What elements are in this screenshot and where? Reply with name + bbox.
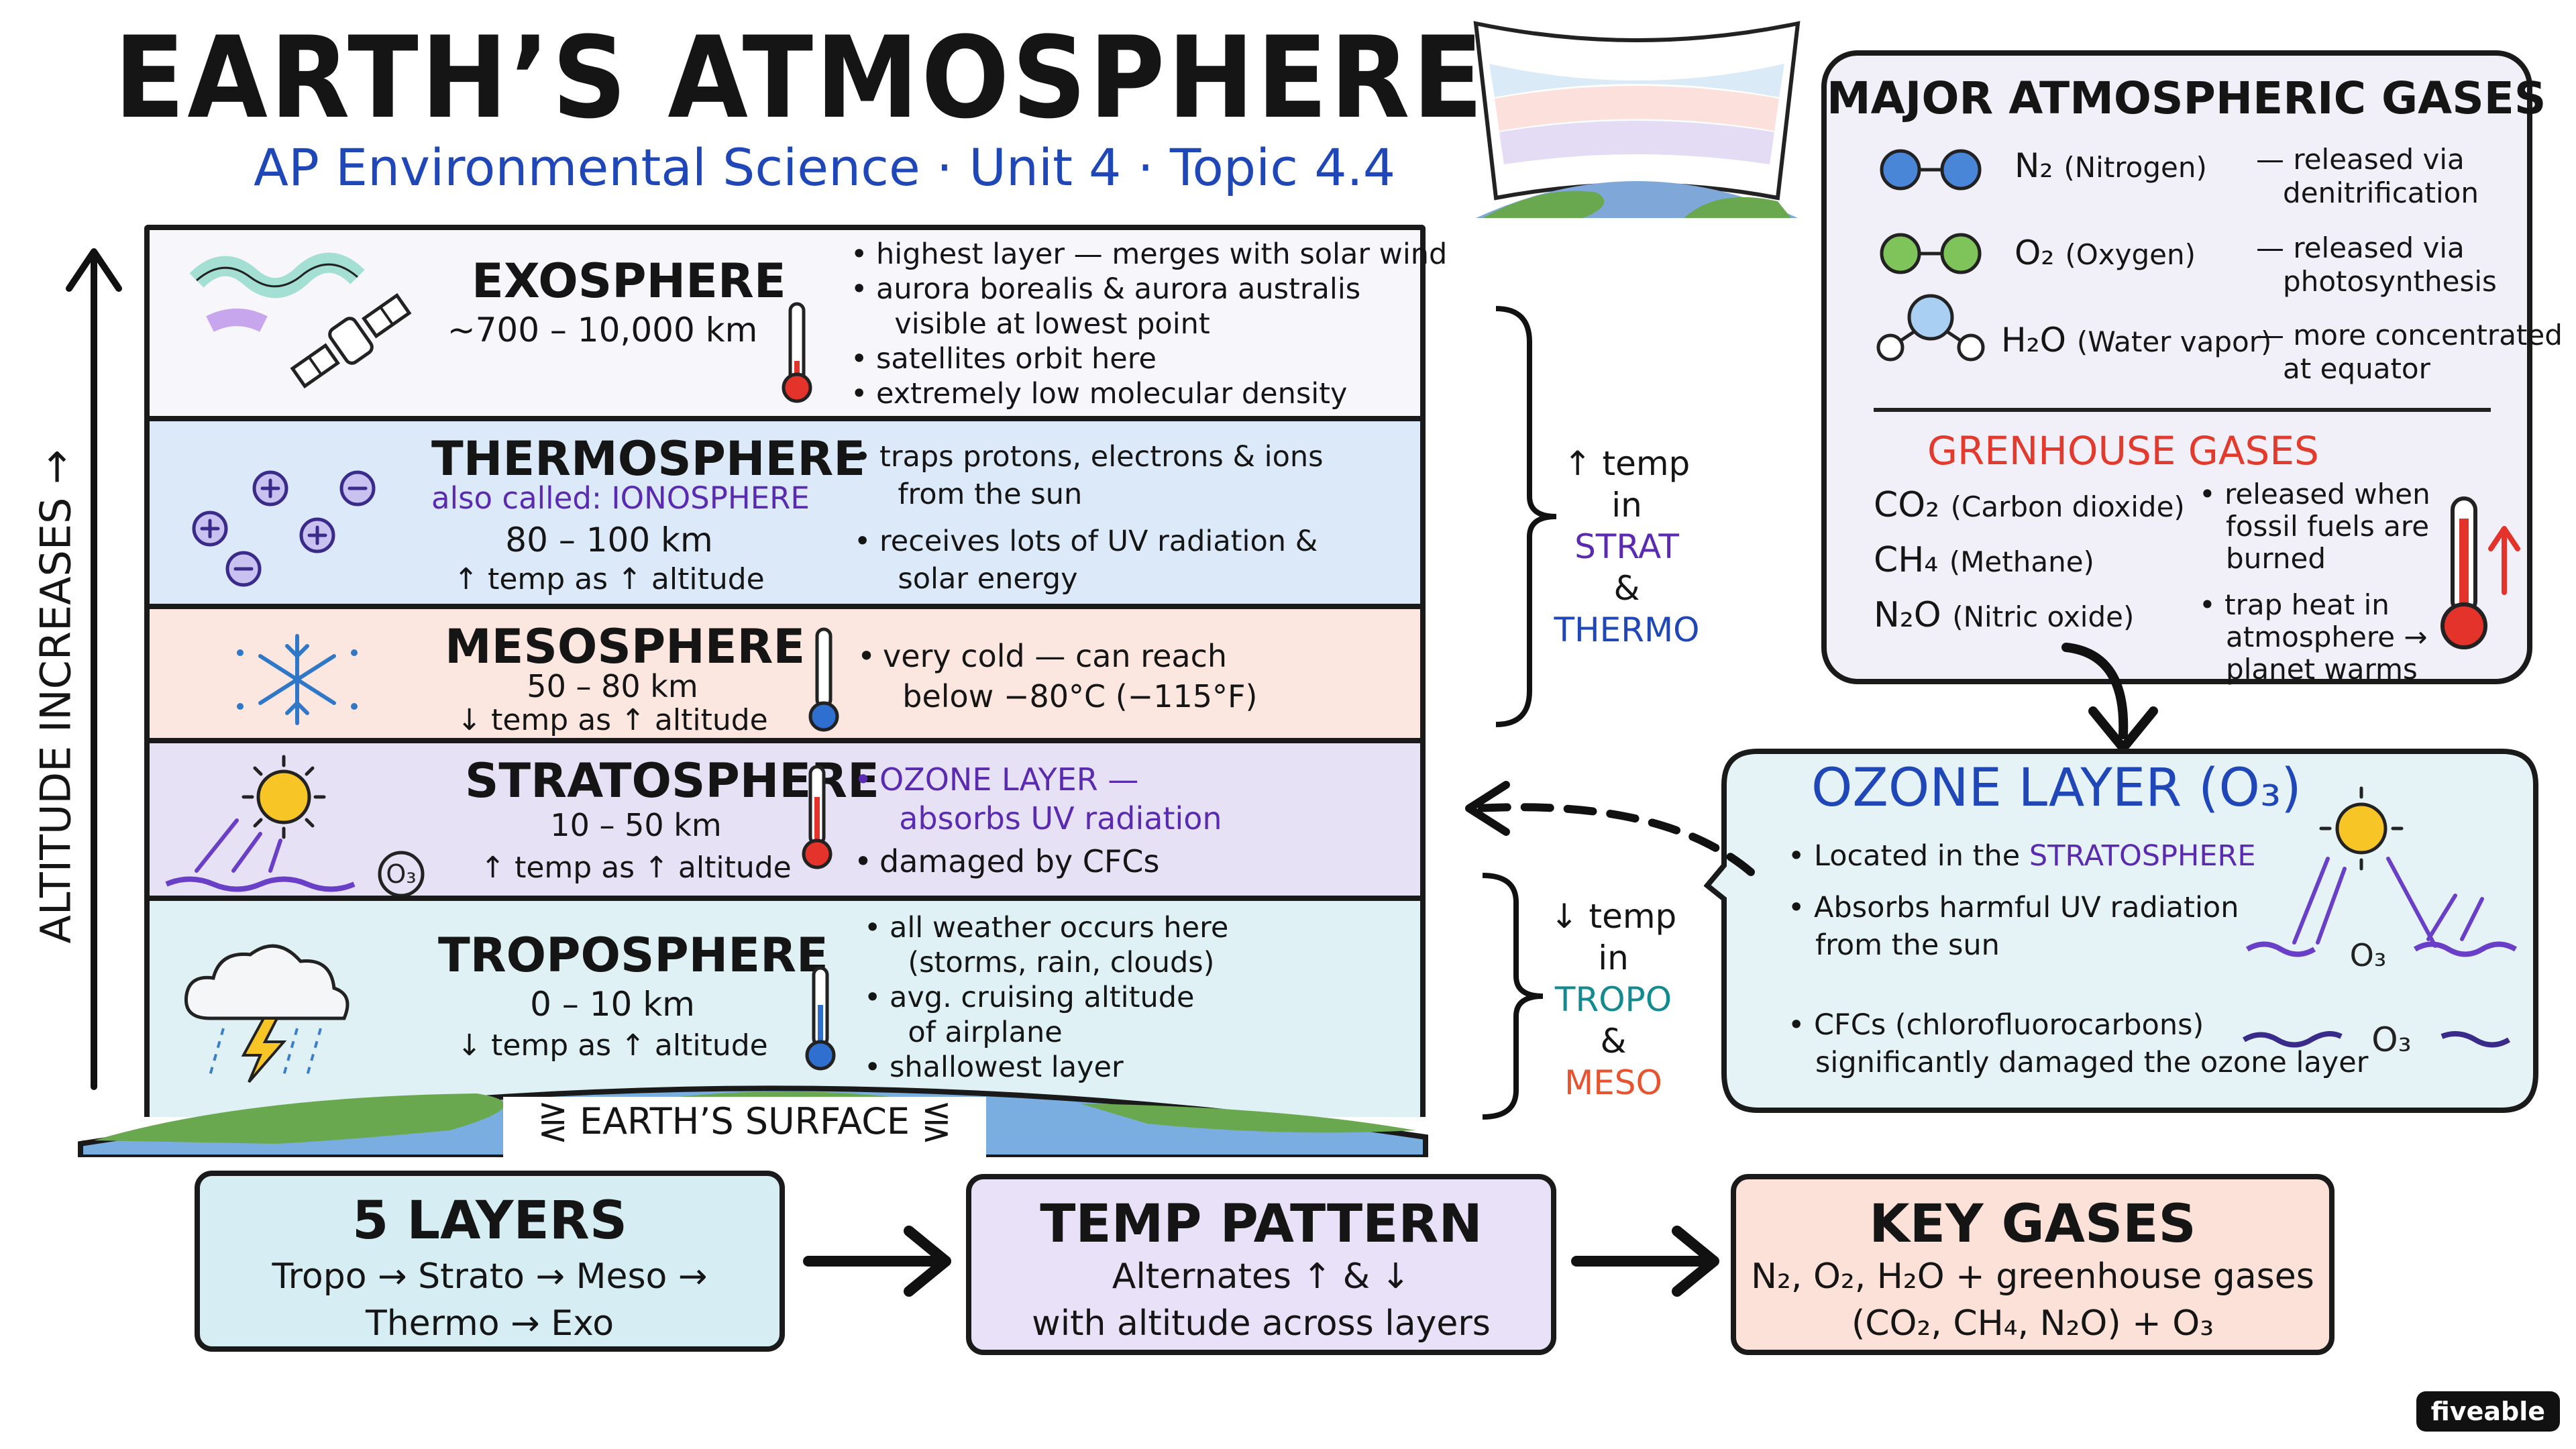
summary-title: TEMP PATTERN xyxy=(1040,1194,1483,1254)
ozone-title: OZONE LAYER (O₃) xyxy=(1811,758,2302,818)
layer-fact: receives lots of UV radiation & solar en… xyxy=(854,523,1324,598)
dashed-arrow-icon xyxy=(1465,781,1755,876)
greenhouse-title: GRENHOUSE GASES xyxy=(1927,428,2319,474)
layer-thermosphere: THERMOSPHERE also called: IONOSPHERE 80 … xyxy=(144,416,1426,604)
water-molecule-icon xyxy=(1907,294,1954,341)
summary-title: KEY GASES xyxy=(1869,1194,2196,1254)
damaged-ozone-icon: O₃ xyxy=(2242,1020,2511,1059)
layer-name: TROPOSPHERE xyxy=(438,928,828,983)
ozone-fact-cfc: • CFCs (chlorofluorocarbons) significant… xyxy=(1788,1008,2369,1079)
ozone-panel-shape xyxy=(1704,749,2538,1113)
layer-temp-trend: ↑ temp as ↑ altitude xyxy=(453,562,765,596)
earth-surface-label: ⋛ EARTH’S SURFACE ⋚ xyxy=(537,1100,952,1142)
brand-badge: fiveable xyxy=(2416,1391,2560,1432)
down-arrow-icon xyxy=(2061,643,2158,753)
snowflake-icon xyxy=(237,634,358,725)
layer-fact: shallowest layer xyxy=(864,1050,1228,1085)
thermometer-icon xyxy=(805,966,836,1071)
upper-brace-icon xyxy=(1495,306,1557,727)
summary-text: Tropo → Strato → Meso → Thermo → Exo xyxy=(272,1256,708,1344)
layer-alt-name: also called: IONOSPHERE xyxy=(431,480,810,516)
oxygen-molecule-icon xyxy=(1880,233,1921,274)
right-arrow-icon xyxy=(1571,1226,1719,1297)
summary-title: 5 LAYERS xyxy=(352,1191,628,1251)
layer-fact: highest layer — merges with solar wind xyxy=(851,237,1447,272)
layer-temp-trend: ↓ temp as ↑ altitude xyxy=(457,1028,768,1063)
layer-fact: avg. cruising altitude of airplane xyxy=(864,980,1228,1050)
greenhouse-gas-row: N₂O (Nitric oxide) xyxy=(1874,595,2135,635)
layer-fact: all weather occurs here (storms, rain, c… xyxy=(864,910,1228,980)
greenhouse-gas-row: CO₂ (Carbon dioxide) xyxy=(1874,485,2185,525)
temp-note-strat-thermo: ↑ temp in STRAT & THERMO xyxy=(1554,444,1700,649)
ozone-uv-icon: O₃ xyxy=(2245,786,2518,973)
gases-title: MAJOR ATMOSPHERIC GASES xyxy=(1827,72,2546,124)
molecule-icons xyxy=(1876,149,1985,362)
layer-range: 80 – 100 km xyxy=(505,521,713,559)
thermometer-icon xyxy=(802,765,833,869)
layer-temp-trend: ↓ temp as ↑ altitude xyxy=(457,703,768,737)
layer-stratosphere: O₃ STRATOSPHERE 10 – 50 km ↑ temp as ↑ a… xyxy=(144,738,1426,898)
layer-range: 0 – 10 km xyxy=(530,985,695,1024)
layer-name: THERMOSPHERE xyxy=(431,431,866,486)
gas-row-nitrogen: N₂ (Nitrogen) xyxy=(2015,146,2207,185)
thermometer-icon xyxy=(808,627,839,732)
greenhouse-note: • trap heat in atmosphere → planet warms xyxy=(2199,588,2428,686)
storm-cloud-icon xyxy=(184,944,350,1083)
temp-note-tropo-meso: ↓ temp in TROPO & MESO xyxy=(1550,897,1677,1102)
ozone-fact-uv: • Absorbs harmful UV radiation from the … xyxy=(1788,891,2239,962)
layer-fact: OZONE LAYER — absorbs UV radiation xyxy=(854,760,1222,838)
ions-icon xyxy=(192,470,376,587)
page-subtitle: AP Environmental Science · Unit 4 · Topi… xyxy=(254,138,1396,197)
layer-fact: very cold — can reach below −80°C (−115°… xyxy=(857,636,1257,716)
layer-fact: extremely low molecular density xyxy=(851,376,1447,411)
greenhouse-gas-row: CH₄ (Methane) xyxy=(1874,540,2094,580)
greenhouse-note: • released when fossil fuels are burned xyxy=(2199,478,2430,575)
sun-uv-icon: O₃ xyxy=(165,755,425,898)
layer-range: 50 – 80 km xyxy=(527,668,698,704)
layer-name: MESOSPHERE xyxy=(445,619,806,674)
layer-fact: traps protons, electrons & ions from the… xyxy=(854,438,1324,513)
ozone-o3-label: O₃ xyxy=(2350,937,2387,973)
thermometer-icon xyxy=(782,302,812,403)
summary-box-temp: TEMP PATTERN Alternates ↑ & ↓ with altit… xyxy=(966,1174,1556,1355)
summary-text: Alternates ↑ & ↓ with altitude across la… xyxy=(1032,1256,1491,1344)
aurora-satellite-icon xyxy=(189,252,412,389)
nitrogen-molecule-icon xyxy=(1880,149,1921,191)
summary-box-layers: 5 LAYERS Tropo → Strato → Meso → Thermo … xyxy=(195,1171,785,1352)
damaged-ozone-label: O₃ xyxy=(2371,1020,2411,1059)
ozone-fact-location: • Located in the STRATOSPHERE xyxy=(1788,839,2256,873)
gas-note: — more concentrated at equator xyxy=(2256,319,2563,385)
layer-exosphere: EXOSPHERE ~700 – 10,000 km highest layer… xyxy=(144,225,1447,416)
page-title: EARTH’S ATMOSPHERE xyxy=(114,12,1486,144)
layer-range: 10 – 50 km xyxy=(550,807,722,843)
divider xyxy=(1874,408,2491,412)
layer-name: STRATOSPHERE xyxy=(465,753,879,808)
earth-surface-icon xyxy=(78,1085,1428,1157)
layer-temp-trend: ↑ temp as ↑ altitude xyxy=(480,851,792,885)
atmosphere-arc-icon xyxy=(1473,21,1801,218)
altitude-arrow-icon xyxy=(66,248,122,1090)
layer-range: ~700 – 10,000 km xyxy=(447,311,758,350)
gas-note: — released via photosynthesis xyxy=(2256,231,2497,298)
gas-row-water: H₂O (Water vapor) xyxy=(2001,321,2272,360)
hot-thermometer-icon xyxy=(2440,496,2520,649)
gas-note: — released via denitrification xyxy=(2256,143,2479,209)
lower-brace-icon xyxy=(1482,873,1544,1120)
layer-troposphere: TROPOSPHERE 0 – 10 km ↓ temp as ↑ altitu… xyxy=(144,896,1426,1117)
layer-fact: aurora borealis & aurora australis visib… xyxy=(851,272,1447,341)
summary-text: N₂, O₂, H₂O + greenhouse gases (CO₂, CH₄… xyxy=(1751,1256,2314,1344)
layer-fact: damaged by CFCs xyxy=(854,842,1222,881)
gases-panel: MAJOR ATMOSPHERIC GASES N₂ (Nitrogen) — … xyxy=(1821,50,2563,686)
layer-fact: satellites orbit here xyxy=(851,341,1447,376)
stratosphere-ozone-label: O₃ xyxy=(386,859,416,889)
right-arrow-icon xyxy=(803,1226,951,1297)
layer-name: EXOSPHERE xyxy=(472,254,786,309)
layer-mesosphere: MESOSPHERE 50 – 80 km ↓ temp as ↑ altitu… xyxy=(144,604,1426,738)
summary-box-gases: KEY GASES N₂, O₂, H₂O + greenhouse gases… xyxy=(1731,1174,2334,1355)
gas-row-oxygen: O₂ (Oxygen) xyxy=(2015,233,2196,272)
